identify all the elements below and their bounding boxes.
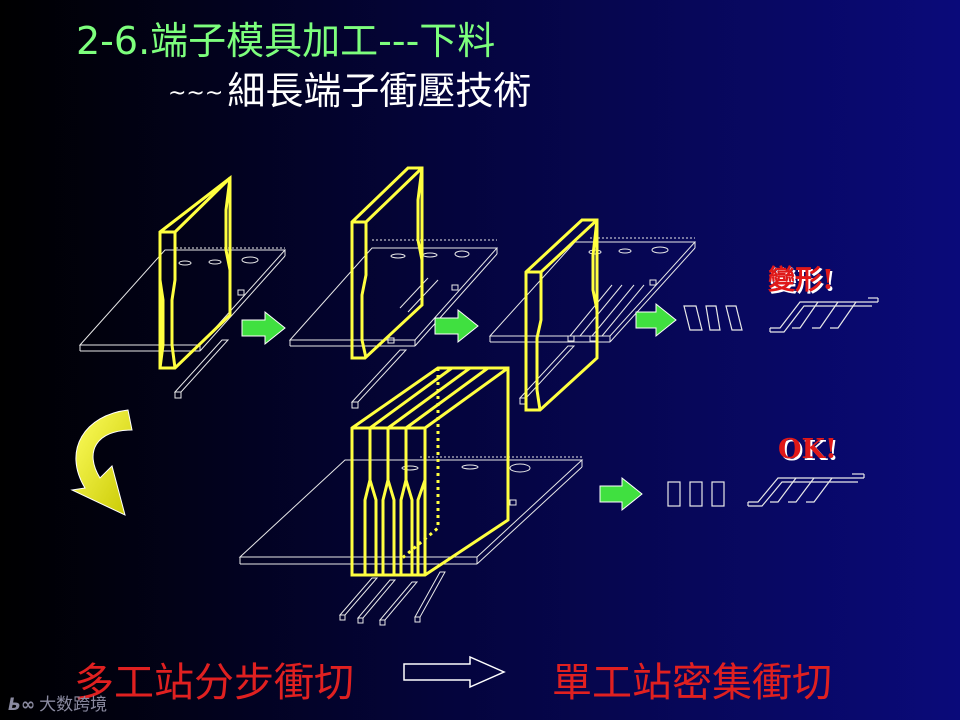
- bottom-right-text: 單工站密集衝切: [552, 660, 832, 706]
- multi-punch: [350, 366, 510, 577]
- strip-piece-2: [350, 349, 408, 409]
- right-arrow-3: [635, 302, 677, 338]
- watermark-logo: Ь∞: [8, 695, 36, 715]
- slide-subtitle: ~~~細長端子衝壓技術: [168, 72, 531, 110]
- label-deform: 變形!: [768, 265, 834, 296]
- watermark-text: 大数跨境: [39, 695, 108, 715]
- slide-title: 2-6.端子模具加工---下料: [76, 19, 496, 63]
- single-station: [238, 366, 584, 626]
- punch-3: [524, 218, 599, 412]
- bottom-left-text: 多工站分步衝切: [74, 660, 354, 706]
- right-arrow-4: [599, 476, 643, 512]
- deformed-pieces-side: [769, 297, 879, 333]
- curved-return-arrow: [70, 409, 133, 516]
- subtitle-tilde: ~~~: [168, 80, 224, 106]
- hollow-arrow: [403, 655, 506, 689]
- station-1: [78, 174, 287, 399]
- subtitle-text: 細長端子衝壓技術: [227, 69, 532, 113]
- strip-piece-3: [518, 345, 576, 405]
- ok-pieces-front: [667, 481, 725, 507]
- right-arrow-1: [241, 310, 286, 346]
- watermark: Ь∞大数跨境: [8, 690, 107, 715]
- punch-2: [350, 166, 424, 360]
- strip-piece-1: [173, 339, 230, 399]
- sheet-3: [488, 237, 697, 343]
- right-arrow-2: [434, 308, 479, 344]
- deformed-pieces-front: [683, 305, 743, 331]
- sheet-4: [238, 456, 584, 565]
- label-ok: OK!: [778, 434, 837, 465]
- punch-1: [158, 174, 232, 370]
- station-3: [488, 218, 697, 412]
- ok-pieces-side: [747, 473, 865, 507]
- strip-pieces-4: [338, 571, 446, 626]
- station-2: [288, 166, 499, 409]
